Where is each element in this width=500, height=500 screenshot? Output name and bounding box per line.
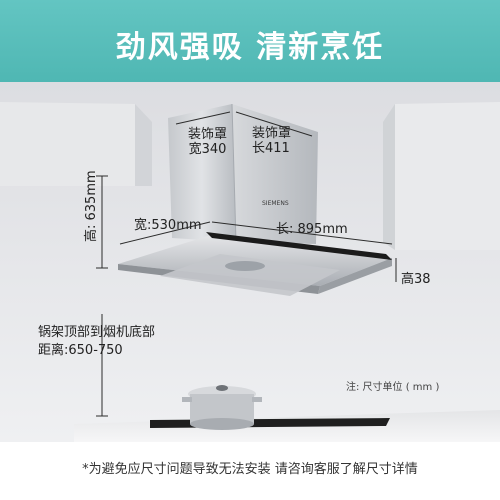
footer: *为避免应尺寸问题导致无法安装 请咨询客服了解尺寸详情 — [0, 444, 500, 500]
glass-panel — [206, 232, 392, 260]
depth-label: 宽:530mm — [134, 218, 202, 233]
kitchen-illustration — [0, 82, 500, 442]
unit-note: 注: 尺寸单位 ( mm ) — [346, 382, 440, 393]
height-label: 高: 635mm — [84, 170, 99, 242]
cover-width-label: 装饰罩 宽340 — [188, 127, 228, 157]
brand-label: SIEMENS — [262, 200, 289, 207]
thickness-label: 高38 — [401, 272, 431, 287]
chimney-side — [232, 104, 318, 244]
cover-length-label: 装饰罩 长411 — [252, 126, 292, 156]
pan-to-hood-label-2: 距离:650-750 — [38, 343, 123, 358]
length-label: 长: 895mm — [276, 222, 348, 237]
page-title: 劲风强吸 清新烹饪 — [115, 30, 385, 65]
pan-to-hood-label-1: 锅架顶部到烟机底部 — [38, 325, 156, 340]
header-banner: 劲风强吸 清新烹饪 — [0, 0, 500, 82]
chimney-front — [168, 104, 236, 242]
kitchen-scene: 装饰罩 宽340 装饰罩 长411 高: 635mm 宽:530mm 长: 89… — [0, 82, 500, 442]
footer-note: *为避免应尺寸问题导致无法安装 请咨询客服了解尺寸详情 — [82, 462, 418, 477]
